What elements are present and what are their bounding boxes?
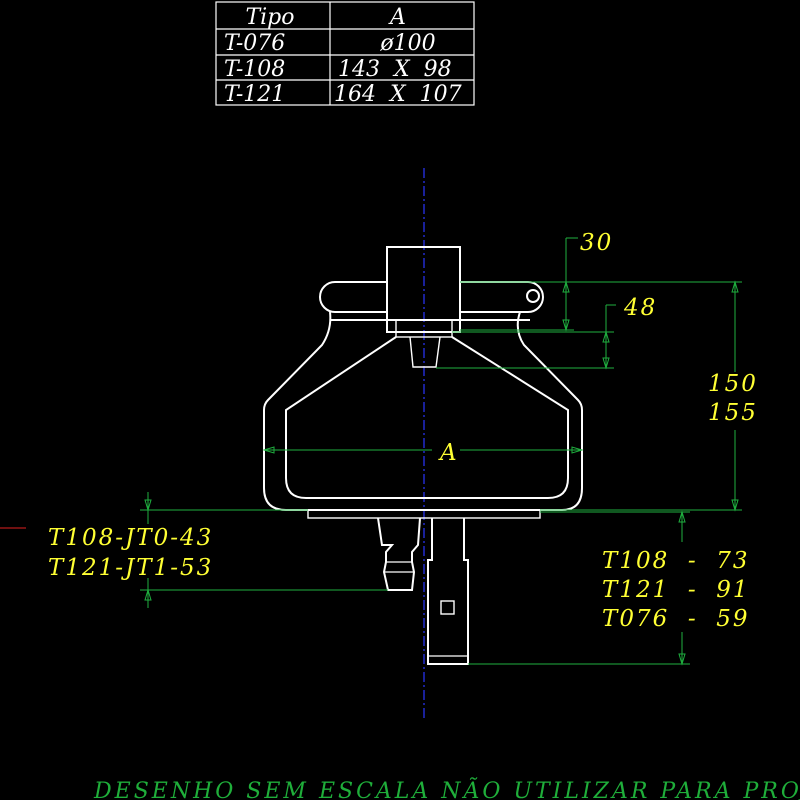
- table-cell-a: ø100: [379, 31, 435, 56]
- table-header-a: A: [388, 5, 406, 30]
- dim-a-arrows: [262, 446, 584, 454]
- table-cell-tipo: T-076: [224, 31, 285, 56]
- table-cell-tipo: T-121: [224, 82, 285, 107]
- connector-stem: [377, 517, 421, 591]
- dim-48-arrows: [602, 330, 610, 370]
- right-label-t076: T076 - 59: [602, 606, 750, 632]
- dim-a-text: A: [438, 440, 459, 466]
- dim-155-text: 155: [708, 400, 758, 426]
- rim-band-left: [319, 281, 387, 313]
- dim-150-text: 150: [708, 371, 758, 397]
- dimension-table: Tipo A T-076 ø100 T-108 143 X 98 T-121 1…: [215, 1, 475, 107]
- part-outline: [263, 246, 583, 665]
- dim-30-arrows: [562, 280, 570, 332]
- scale-warning-note: DESENHO SEM ESCALA NÃO UTILIZAR PARA PRO…: [93, 776, 800, 800]
- neck-nozzle: [409, 336, 441, 368]
- body-outer: [263, 311, 583, 511]
- table-cell-a: 164 X 107: [334, 82, 462, 107]
- dim-48-text: 48: [623, 295, 657, 321]
- dimension-texts: 30 48 150 155 A T108-JT0-43 T121-JT1-53 …: [48, 230, 758, 632]
- hanging-body: [427, 518, 469, 665]
- body-inner: [285, 336, 569, 499]
- top-cap: [386, 246, 461, 333]
- hanging-body-window: [440, 600, 455, 615]
- left-label-t121: T121-JT1-53: [48, 555, 213, 581]
- table-cell-a: 143 X 98: [338, 57, 452, 82]
- right-label-t108: T108 - 73: [602, 548, 750, 574]
- rim-eye: [526, 289, 540, 303]
- table-cell-tipo: T-108: [224, 57, 285, 82]
- dim-30-text: 30: [580, 230, 613, 256]
- dim-height-arrows: [731, 280, 739, 512]
- dim-right-arrows: [678, 510, 686, 666]
- rim-band-right: [460, 281, 544, 313]
- neck-collar: [395, 319, 453, 338]
- left-label-t108: T108-JT0-43: [48, 525, 213, 551]
- base-plate: [307, 509, 541, 519]
- table-header-tipo: Tipo: [245, 5, 294, 30]
- dim-left-arrows: [144, 499, 152, 601]
- dimension-lines: [0, 237, 742, 666]
- table-border: [215, 1, 475, 106]
- right-label-t121: T121 - 91: [602, 577, 750, 603]
